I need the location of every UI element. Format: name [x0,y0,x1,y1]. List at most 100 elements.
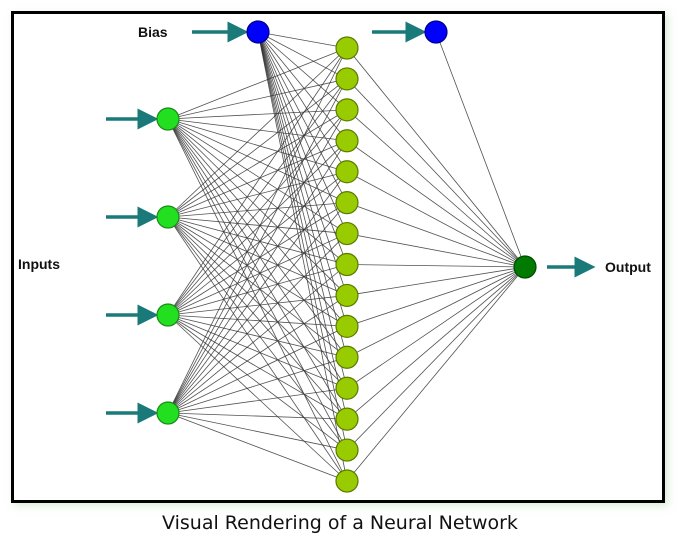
hidden-output-edge [346,266,526,420]
input-hidden-edge [167,216,348,296]
bias-label: Bias [138,24,168,40]
input-hidden-edge [167,118,348,265]
input-hidden-edge [167,314,348,451]
hidden-output-edge [346,264,526,268]
input-hidden-edge [167,47,348,218]
input-hidden-edge [167,109,348,120]
bias-hidden-edge [257,31,348,358]
input-hidden-edge [167,78,348,414]
input-hidden-edge [167,118,348,234]
input-hidden-edge [167,325,348,414]
hidden-node [335,469,359,493]
hidden-node [335,314,359,338]
input-hidden-edge [167,118,348,296]
input-hidden-edge [167,202,348,218]
hidden-node [335,98,359,122]
hidden-output-edge [346,233,526,268]
hidden-node [335,345,359,369]
hidden-node [335,376,359,400]
input-hidden-edge [167,171,348,414]
input-hidden-edge [167,216,348,234]
input-hidden-edge [167,78,348,316]
output-label: Output [605,259,651,275]
input-hidden-edge [167,47,348,414]
input-hidden-edge [167,109,348,218]
hidden-node [335,221,359,246]
input-hidden-edge [167,202,348,316]
bias-hidden-edge [257,31,348,142]
input-hidden-edge [167,118,348,327]
input-hidden-edge [167,295,348,316]
input-node [156,401,180,425]
input-hidden-edge [167,216,348,358]
input-hidden-edge [167,109,348,414]
hidden-output-edge [346,109,526,268]
hidden-output-edge [346,171,526,268]
hidden-output-edge [346,266,526,482]
input-hidden-edge [167,216,348,389]
input-node [156,303,180,327]
hidden-node [335,191,359,215]
input-hidden-edge [167,314,348,482]
bias-hidden-edge [257,31,348,111]
nodes [156,20,537,493]
bias-hidden-edge [257,31,348,265]
arrows [106,21,596,424]
bias-hidden-edge [257,31,348,482]
bias-hidden-edge [257,31,348,451]
input-hidden-edge [167,171,348,316]
input-hidden-edge [167,47,348,120]
input-hidden-edge [167,314,348,358]
bias-hidden-edge [257,31,348,49]
input-node [156,205,180,229]
bias-hidden-edge [257,31,348,327]
hidden-node [335,67,359,91]
input-hidden-edge [167,47,348,316]
hidden-output-edge [346,266,526,451]
input-hidden-edge [167,216,348,451]
bias-hidden-edge [257,31,348,234]
bias-hidden-edge [257,31,348,172]
input-hidden-edge [167,171,348,218]
input-hidden-edge [167,314,348,327]
hidden-node [335,252,359,277]
hidden-output-edge [346,140,526,268]
hidden-node [335,129,359,153]
input-hidden-edge [167,118,348,204]
bias-hidden-edge [257,31,348,389]
bias-hidden-edge [257,31,348,296]
hidden-output-edge [346,266,526,296]
hidden-output-edge [346,266,526,327]
bias-node [424,20,448,44]
input-hidden-edge [167,356,348,414]
input-hidden-edge [167,314,348,389]
hidden-output-edge [346,266,526,358]
input-hidden-edge [167,78,348,218]
inputs-label: Inputs [18,256,60,272]
connections [167,31,526,482]
input-hidden-edge [167,216,348,482]
input-hidden-edge [167,412,348,420]
input-hidden-edge [167,295,348,414]
input-hidden-edge [167,109,348,316]
input-hidden-edge [167,140,348,316]
input-hidden-edge [167,314,348,420]
input-hidden-edge [167,387,348,414]
hidden-output-edge [346,47,526,268]
hidden-output-edge [346,78,526,268]
input-hidden-edge [167,118,348,451]
input-hidden-edge [167,233,348,414]
bias-output-edge [435,31,526,268]
hidden-output-edge [346,266,526,389]
hidden-output-edge [346,202,526,268]
input-hidden-edge [167,118,348,420]
input-hidden-edge [167,118,348,358]
input-hidden-edge [167,118,348,173]
hidden-node [335,160,359,184]
input-hidden-edge [167,216,348,420]
input-hidden-edge [167,216,348,265]
input-hidden-edge [167,118,348,482]
hidden-node [335,283,359,308]
input-node [156,107,180,131]
bias-hidden-edge [257,31,348,203]
